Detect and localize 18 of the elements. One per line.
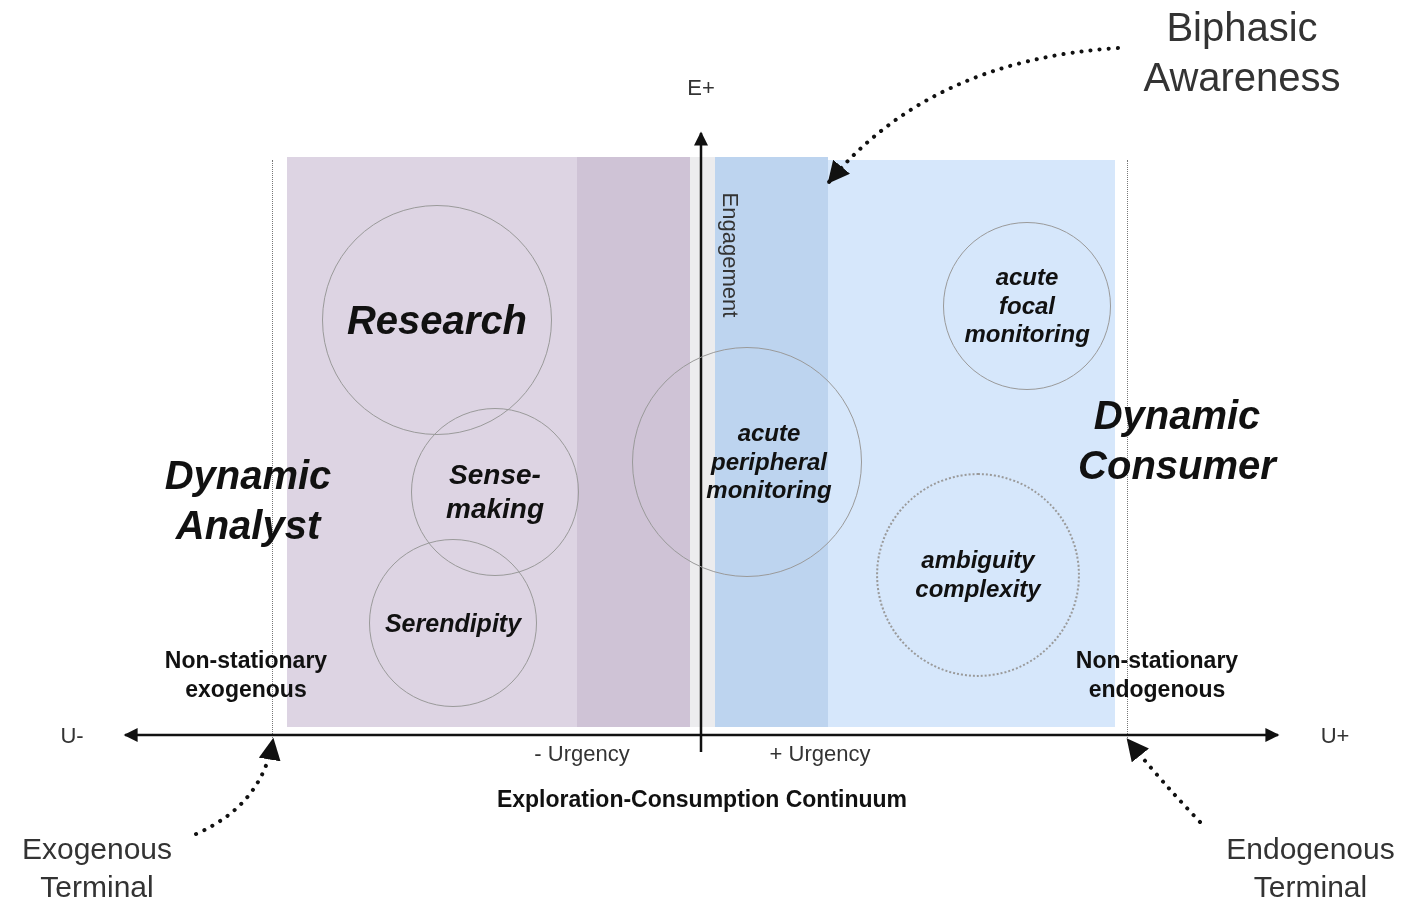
quadrant-title: Dynamic Analyst bbox=[163, 452, 333, 549]
dotted-arrow bbox=[194, 737, 280, 836]
axis-title: Exploration-Consumption Continuum bbox=[496, 785, 908, 813]
axis-label: U+ bbox=[1320, 723, 1350, 749]
quadrant-title: Dynamic Consumer bbox=[1077, 392, 1279, 489]
callout-text: Endogenous Terminal bbox=[1208, 830, 1411, 905]
axis-label: E+ bbox=[687, 75, 715, 101]
axis-label: U- bbox=[60, 723, 84, 749]
callout-text: Exogenous Terminal bbox=[8, 830, 186, 905]
region-label: Non-stationary exogenous bbox=[163, 646, 329, 704]
axis-label: + Urgency bbox=[769, 741, 871, 767]
dotted-arrow bbox=[827, 46, 1120, 184]
callout-text: Biphasic Awareness bbox=[1122, 2, 1362, 102]
axis-label: - Urgency bbox=[534, 741, 630, 767]
boundary-line bbox=[1127, 160, 1129, 738]
boundary-line bbox=[272, 160, 274, 738]
dotted-arrow bbox=[1126, 738, 1202, 824]
axis-title: Engagement bbox=[717, 192, 743, 318]
